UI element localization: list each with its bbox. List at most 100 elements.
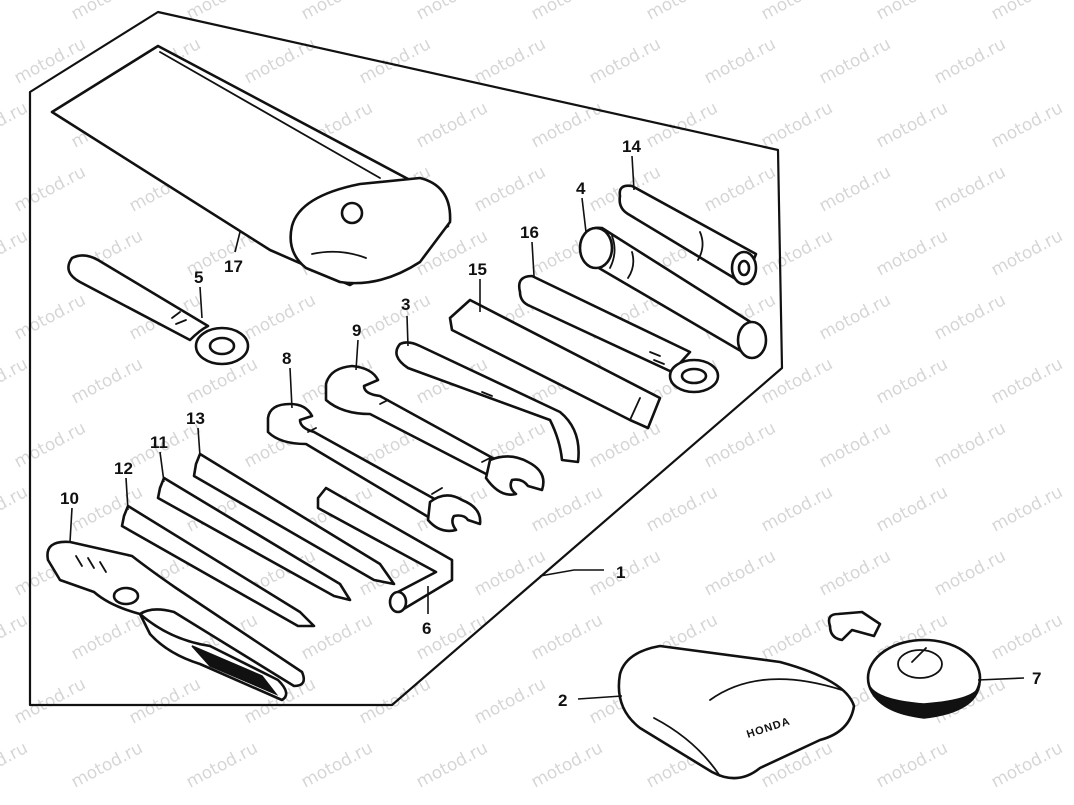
watermark-text: motod.ru [643,98,721,152]
watermark-text: motod.ru [68,738,146,792]
watermark-text: motod.ru [816,34,894,88]
watermark-text: motod.ru [413,0,491,24]
watermark-text: motod.ru [528,610,606,664]
watermark-text: motod.ru [988,610,1066,664]
watermark-text: motod.ru [0,0,31,24]
hook-spanner-part [395,341,580,464]
watermark-text: motod.ru [413,738,491,792]
callout-15: 15 [468,260,487,279]
callout-4: 4 [576,179,586,198]
watermark-text: motod.ru [816,162,894,216]
callout-9: 9 [352,321,361,340]
gauge-part [827,610,982,719]
tool-bag-part [50,44,452,287]
watermark-text: motod.ru [701,162,779,216]
watermark-text: motod.ru [758,482,836,536]
watermark-text: motod.ru [931,34,1009,88]
watermark-text: motod.ru [0,610,31,664]
watermark-text: motod.ru [988,226,1066,280]
watermark-text: motod.ru [0,482,31,536]
watermark-text: motod.ru [873,0,951,24]
callout-11: 11 [150,433,168,452]
watermark-text: motod.ru [816,546,894,600]
watermark-text: motod.ru [298,738,376,792]
watermark-text: motod.ru [701,34,779,88]
watermark-text: motod.ru [0,226,31,280]
watermark-text: motod.ru [471,162,549,216]
watermark-text: motod.ru [816,290,894,344]
callout-1: 1 [616,563,625,582]
watermark-text: motod.ru [68,0,146,24]
watermark-text: motod.ru [11,290,89,344]
watermark-text: motod.ru [183,738,261,792]
screwdriver-handle-part [316,486,454,614]
watermark-text: motod.ru [931,546,1009,600]
watermark-text: motod.ru [988,98,1066,152]
tool-kit-outline [28,10,784,707]
tool-pouch-part: HONDA [617,644,856,780]
watermark-text: motod.ru [758,0,836,24]
watermark-text: motod.ru [701,546,779,600]
watermark-text: motod.ru [758,226,836,280]
leader-lines [69,155,1025,700]
watermark-text: motod.ru [413,98,491,152]
watermark-text: motod.ru [471,546,549,600]
callout-6: 6 [422,619,431,638]
watermark-text: motod.ru [931,162,1009,216]
watermark-text: motod.ru [873,98,951,152]
watermark-text: motod.ru [758,354,836,408]
watermark-text: motod.ru [11,674,89,728]
bar-ring-spanner-part [517,274,720,394]
watermark-text: motod.ru [68,610,146,664]
callout-10: 10 [60,489,79,508]
watermark-text: motod.ru [298,0,376,24]
watermark-text: motod.ru [11,162,89,216]
watermark-text: motod.ru [126,674,204,728]
watermark-text: motod.ru [873,482,951,536]
watermark-text: motod.ru [356,34,434,88]
watermark-text: motod.ru [988,0,1066,24]
watermark-text: motod.ru [11,418,89,472]
callout-12: 12 [114,459,133,478]
watermark-text: motod.ru [816,418,894,472]
watermark-text: motod.ru [528,738,606,792]
callout-14: 14 [622,137,641,156]
watermark-text: motod.ru [873,226,951,280]
watermark-text: motod.ru [241,290,319,344]
watermark-text: motod.ru [758,98,836,152]
watermark-text: motod.ru [643,482,721,536]
watermark-text: motod.ru [873,354,951,408]
watermark-text: motod.ru [471,34,549,88]
watermark-text: motod.ru [0,738,31,792]
watermark-text: motod.ru [298,610,376,664]
watermark-text: motod.ru [931,418,1009,472]
ring-spanner-part [67,254,250,366]
callout-3: 3 [401,295,410,314]
watermark-text: motod.ru [873,738,951,792]
callout-16: 16 [520,223,539,242]
watermark-text: motod.ru [586,34,664,88]
open-end-wrench-9-part [324,364,545,496]
watermark-text: motod.ru [988,738,1066,792]
open-end-wrench-8-part [266,402,482,533]
watermark-text: motod.ru [758,610,836,664]
watermark-text: motod.ru [241,34,319,88]
watermark-text: motod.ru [701,418,779,472]
flat-blade-part [448,298,662,430]
watermark-text: motod.ru [988,482,1066,536]
watermark-text: motod.ru [0,354,31,408]
watermark-text: motod.ru [528,98,606,152]
callout-5: 5 [194,268,203,287]
box-socket-wrench-part [578,226,768,360]
callout-labels: 1 2 3 4 5 6 7 8 9 10 11 12 13 14 15 16 1… [60,137,1041,710]
watermark-text: motod.ru [68,354,146,408]
watermark-text: motod.ru [528,0,606,24]
callout-2: 2 [558,691,567,710]
callout-13: 13 [186,409,205,428]
watermark-text: motod.ru [586,418,664,472]
watermark-text: motod.ru [643,0,721,24]
watermark-text: motod.ru [471,674,549,728]
tommy-bar-part [618,184,758,286]
callout-7: 7 [1032,669,1041,688]
